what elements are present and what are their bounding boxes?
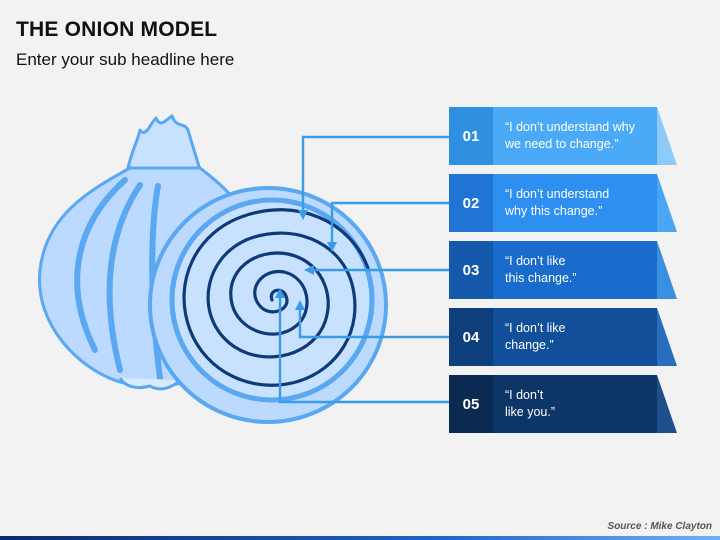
arrowhead-01 [298,210,308,220]
item-background [449,308,677,366]
connector-lines [278,135,449,404]
arrowhead-03 [304,265,314,275]
source-note: Source : Mike Clayton [607,521,712,532]
onion-root [118,377,182,391]
item-quote: “I don’t like change.” [505,321,566,352]
arrowhead-02 [327,242,337,252]
page-subtitle: Enter your sub headline here [16,50,235,69]
item-04: 04 “I don’t like change.” [449,308,677,366]
item-02: 02 “I don’t understand why this change.” [449,174,677,232]
item-number-background [449,174,493,232]
item-fill [449,241,657,299]
arrowhead-05 [275,288,285,298]
bottom-accent-bar [0,536,720,540]
item-number-background [449,241,493,299]
item-number: 04 [462,328,480,346]
item-number: 01 [462,127,480,145]
onion-spiral [182,208,370,387]
onion-layer-line [74,177,128,353]
connector-04 [298,308,449,339]
item-fill [449,308,657,366]
item-number-background [449,308,493,366]
item-01: 01 “I don’t understand why we need to cha… [449,107,677,165]
item-number-background [449,107,493,165]
connector-arrowheads [275,210,337,310]
item-number: 03 [462,261,480,279]
item-background [449,241,677,299]
item-number: 02 [462,194,480,212]
item-fill [449,174,657,232]
item-number-background [449,375,493,433]
onion-layer-line [149,183,163,381]
item-fill [449,375,657,433]
connector-05 [278,296,449,404]
connector-02 [330,201,449,244]
page-title: THE ONION MODEL [16,18,218,41]
onion-stem [126,114,202,172]
item-background [449,375,677,433]
onion-layer-line [106,182,143,373]
item-quote: “I don’t like you.” [505,388,556,419]
item-03: 03 “I don’t like this change.” [449,241,677,299]
item-05: 05 “I don’t like you.” [449,375,677,433]
connector-01 [301,135,449,212]
item-fill [449,107,657,165]
item-background [449,174,677,232]
item-quote: “I don’t understand why we need to chang… [505,120,635,151]
arrowhead-04 [295,300,305,310]
cut-onion [148,186,388,424]
item-number: 05 [462,395,480,413]
item-quote: “I don’t understand why this change.” [505,187,610,218]
item-quote: “I don’t like this change.” [505,254,577,285]
item-background [449,107,677,165]
